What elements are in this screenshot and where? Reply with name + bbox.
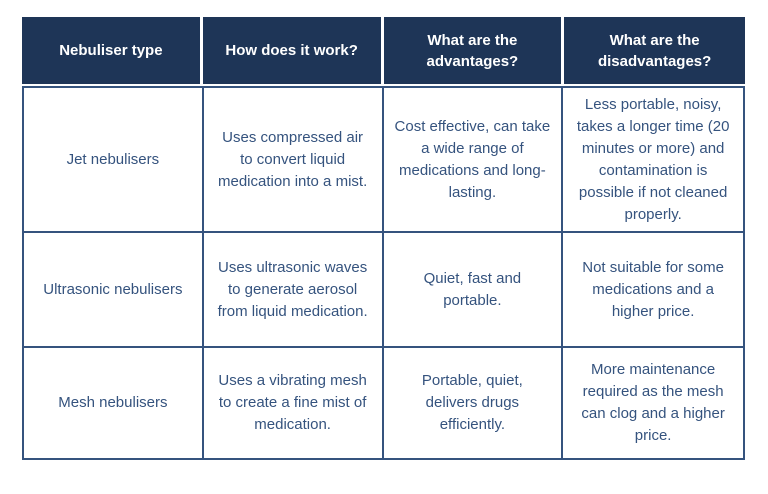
ultrasonic-advantages-cell: Quiet, fast and portable. (383, 233, 564, 348)
mesh-type-cell: Mesh nebulisers (24, 348, 204, 458)
ultrasonic-how-cell: Uses ultrasonic waves to generate aeroso… (203, 233, 384, 348)
header-cell-disadvantages: What are the disadvantages? (564, 17, 745, 84)
header-cell-how-it-works: How does it work? (202, 17, 384, 84)
header-cell-nebuliser-type: Nebuliser type (22, 17, 203, 84)
jet-disadvantages-cell: Less portable, noisy, takes a longer tim… (563, 88, 743, 233)
ultrasonic-type-cell: Ultrasonic nebulisers (24, 233, 204, 348)
jet-how-cell: Uses compressed air to convert liquid me… (203, 88, 384, 233)
table-header-row: Nebuliser type How does it work? What ar… (22, 17, 745, 84)
table-body: Jet nebulisers Uses compressed air to co… (22, 86, 745, 460)
mesh-how-cell: Uses a vibrating mesh to create a fine m… (203, 348, 384, 458)
jet-advantages-cell: Cost effective, can take a wide range of… (383, 88, 564, 233)
ultrasonic-disadvantages-cell: Not suitable for some medications and a … (563, 233, 743, 348)
nebuliser-comparison-table: Nebuliser type How does it work? What ar… (22, 17, 745, 460)
jet-type-cell: Jet nebulisers (24, 88, 204, 233)
mesh-advantages-cell: Portable, quiet, delivers drugs efficien… (383, 348, 564, 458)
header-cell-advantages: What are the advantages? (383, 17, 565, 84)
mesh-disadvantages-cell: More maintenance required as the mesh ca… (563, 348, 743, 458)
